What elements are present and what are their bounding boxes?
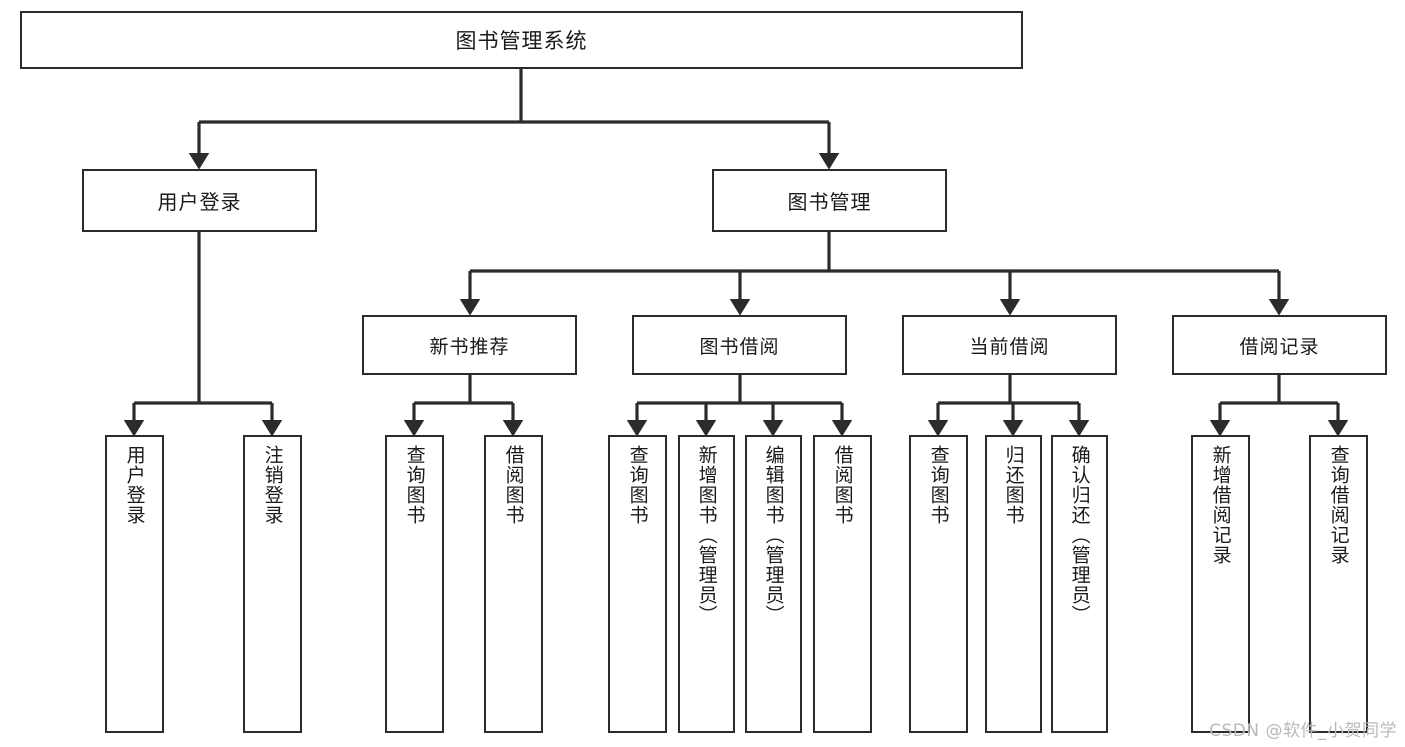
node-book-borrow-label: 图书借阅 [699, 335, 780, 358]
node-leaf-user-login[interactable]: 用户登录 [105, 435, 164, 733]
node-leaf-user-logout[interactable]: 注销登录 [243, 435, 302, 733]
node-leaf-user-logout-label: 注销登录 [261, 445, 284, 525]
node-leaf-add-book[interactable]: 新增图书（管理员） [678, 435, 735, 733]
node-leaf-query-book-1-label: 查询图书 [403, 445, 426, 525]
edges-borrow-record [1209, 375, 1349, 437]
node-book-manage-label: 图书管理 [787, 190, 872, 214]
node-leaf-borrow-book-2[interactable]: 借阅图书 [813, 435, 872, 733]
edges-new-book-recommend [403, 375, 524, 437]
node-leaf-return-book-label: 归还图书 [1002, 445, 1025, 525]
edges-book-manage [459, 232, 1290, 316]
node-borrow-record-label: 借阅记录 [1239, 335, 1320, 358]
node-leaf-edit-book[interactable]: 编辑图书（管理员） [745, 435, 802, 733]
node-leaf-add-book-label: 新增图书（管理员） [695, 445, 718, 625]
node-leaf-confirm-return[interactable]: 确认归还（管理员） [1051, 435, 1108, 733]
edges-current-borrow [927, 375, 1090, 437]
node-leaf-borrow-book-1[interactable]: 借阅图书 [484, 435, 543, 733]
node-book-borrow[interactable]: 图书借阅 [632, 315, 847, 375]
node-leaf-confirm-return-label: 确认归还（管理员） [1068, 445, 1091, 625]
node-root[interactable]: 图书管理系统 [20, 11, 1023, 69]
node-leaf-query-record-label: 查询借阅记录 [1327, 445, 1350, 565]
node-borrow-record[interactable]: 借阅记录 [1172, 315, 1387, 375]
node-book-manage[interactable]: 图书管理 [712, 169, 947, 232]
node-new-book-recommend[interactable]: 新书推荐 [362, 315, 577, 375]
node-leaf-add-record[interactable]: 新增借阅记录 [1191, 435, 1250, 733]
node-leaf-add-record-label: 新增借阅记录 [1209, 445, 1232, 565]
edges-root [188, 69, 840, 170]
node-root-label: 图书管理系统 [455, 29, 588, 53]
node-leaf-query-book-2[interactable]: 查询图书 [608, 435, 667, 733]
node-user-login[interactable]: 用户登录 [82, 169, 317, 232]
edges-user-login [123, 232, 283, 437]
node-leaf-query-book-3[interactable]: 查询图书 [909, 435, 968, 733]
node-leaf-query-book-1[interactable]: 查询图书 [385, 435, 444, 733]
node-leaf-query-book-3-label: 查询图书 [927, 445, 950, 525]
node-leaf-edit-book-label: 编辑图书（管理员） [762, 445, 785, 625]
edges-book-borrow [626, 375, 853, 437]
node-leaf-return-book[interactable]: 归还图书 [985, 435, 1042, 733]
node-leaf-borrow-book-1-label: 借阅图书 [502, 445, 525, 525]
node-current-borrow[interactable]: 当前借阅 [902, 315, 1117, 375]
node-leaf-user-login-label: 用户登录 [123, 445, 146, 525]
node-leaf-query-record[interactable]: 查询借阅记录 [1309, 435, 1368, 733]
node-leaf-borrow-book-2-label: 借阅图书 [831, 445, 854, 525]
node-new-book-recommend-label: 新书推荐 [429, 335, 510, 358]
node-user-login-label: 用户登录 [157, 190, 242, 214]
node-current-borrow-label: 当前借阅 [969, 335, 1050, 358]
watermark-text: CSDN @软件_小贺同学 [1209, 721, 1397, 741]
node-leaf-query-book-2-label: 查询图书 [626, 445, 649, 525]
